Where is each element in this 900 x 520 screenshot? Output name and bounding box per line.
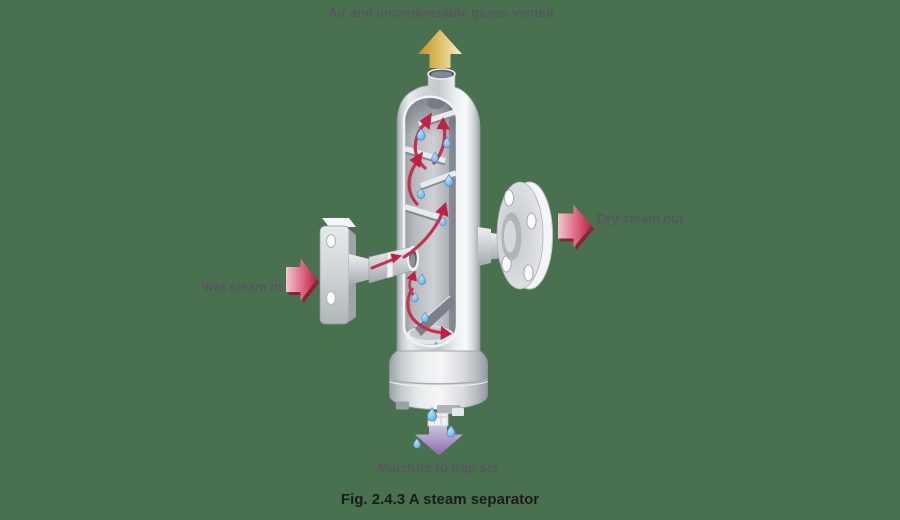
- figure-caption: Fig. 2.4.3 A steam separator: [340, 491, 540, 508]
- bolt-hole: [326, 291, 336, 305]
- vessel-base: [389, 350, 488, 416]
- inlet-label: Wet steam in: [202, 279, 282, 294]
- bolt-hole: [523, 264, 534, 282]
- bolt-hole: [326, 234, 336, 248]
- outlet-label: Dry steam out: [597, 211, 684, 226]
- outlet-flange: [496, 181, 553, 290]
- base-bolt: [396, 401, 409, 410]
- vent-label: Air and incondensable gases vented: [328, 5, 554, 20]
- inlet-pipe: [349, 245, 420, 285]
- cutaway-rim: [402, 95, 459, 348]
- vent-passage: [427, 97, 445, 109]
- bolt-hole: [503, 189, 515, 207]
- inlet-flange: [319, 218, 356, 325]
- cutaway-interior: [404, 96, 457, 347]
- vent-neck: [427, 68, 456, 80]
- steam-flow-arrows: [406, 112, 452, 340]
- inlet-flow-arrow: [370, 202, 449, 270]
- dry-steam-arrow-icon: [558, 204, 594, 251]
- bottom-deflector: [414, 295, 456, 336]
- drain-label: Moisture to trap set: [377, 460, 499, 475]
- vent-arrow-icon: [418, 29, 462, 68]
- bolt-hole: [526, 212, 537, 230]
- wet-steam-arrow-icon: [286, 258, 320, 304]
